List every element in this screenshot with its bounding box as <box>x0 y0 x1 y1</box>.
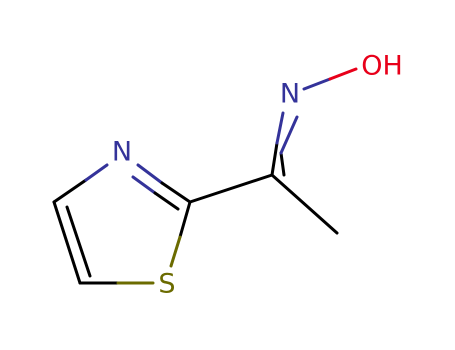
bond-n-o-oxime <box>302 67 358 91</box>
atom-label-s-ring: S <box>158 269 175 300</box>
bond-c2-c-oxime <box>188 173 274 204</box>
bond-c4-n3 <box>52 163 109 204</box>
atom-label-n-ring: N <box>112 137 132 168</box>
atom-label-n-oxime: N <box>280 79 300 110</box>
bond-c2-s1 <box>169 200 192 268</box>
bond-n3-c2 <box>131 163 192 211</box>
bond-c-n-oxime-double <box>270 111 299 177</box>
bond-c4-c5 <box>52 200 92 285</box>
bond-c-oxime-methyl <box>270 173 339 235</box>
atom-label-oh: OH <box>361 51 403 82</box>
